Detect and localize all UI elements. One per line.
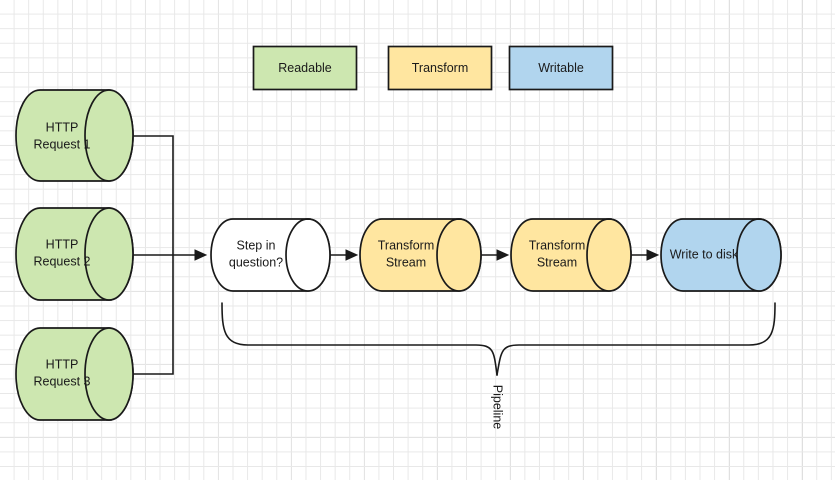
edge-requests-to-step: [133, 135, 208, 375]
cylinder-cap: [84, 327, 134, 421]
pipeline-brace-label: Pipeline: [491, 385, 505, 430]
node-label-line2: question?: [229, 255, 283, 269]
legend-item-writable: Writable: [508, 45, 614, 91]
edge-from-request-3: [133, 255, 174, 375]
node-transform-stream-2[interactable]: Transform Stream: [510, 218, 632, 292]
legend-swatch-transform: [387, 45, 493, 91]
node-label-line2: Stream: [386, 255, 426, 269]
cylinder-cap: [736, 218, 782, 292]
node-label-line1: HTTP: [46, 237, 79, 251]
cylinder-cap: [436, 218, 482, 292]
node-write-to-disk[interactable]: Write to disk: [660, 218, 782, 292]
node-step-in-question[interactable]: Step in question?: [210, 218, 331, 292]
node-label-line1: Write to disk: [670, 247, 739, 261]
legend-item-transform: Transform: [387, 45, 493, 91]
node-label-line1: Step in: [237, 238, 276, 252]
node-label-line1: HTTP: [46, 357, 79, 371]
arrow-head: [496, 249, 510, 261]
edge-from-request-1: [133, 135, 174, 255]
cylinder-cap: [84, 89, 134, 182]
arrow-head: [646, 249, 660, 261]
edge-step-to-transform-1: [330, 249, 359, 261]
cylinder-cap: [84, 207, 134, 301]
node-label-line2: Request 3: [34, 374, 91, 388]
node-label-line1: Transform: [529, 238, 586, 252]
node-transform-stream-1[interactable]: Transform Stream: [359, 218, 482, 292]
node-label-line2: Request 1: [34, 137, 91, 151]
node-label-line1: Transform: [378, 238, 435, 252]
arrow-head: [345, 249, 359, 261]
legend-label-transform: Transform: [412, 61, 469, 75]
edge-transform-1-to-transform-2: [481, 249, 510, 261]
node-http-request-3[interactable]: HTTP Request 3: [15, 327, 134, 421]
brace-left-half: [221, 302, 498, 376]
legend: Readable Transform Writable: [252, 45, 614, 91]
cylinder-cap: [285, 218, 331, 292]
edge-transform-2-to-write: [631, 249, 660, 261]
legend-swatch-readable: [252, 45, 358, 91]
pipeline-brace: Pipeline: [221, 302, 776, 430]
legend-label-readable: Readable: [278, 61, 332, 75]
legend-swatch-writable: [508, 45, 614, 91]
node-http-request-2[interactable]: HTTP Request 2: [15, 207, 134, 301]
legend-label-writable: Writable: [538, 61, 584, 75]
cylinder-cap: [586, 218, 632, 292]
node-label-line2: Request 2: [34, 254, 91, 268]
node-label-line1: HTTP: [46, 120, 79, 134]
arrow-head-to-step: [194, 249, 208, 261]
brace-right-half: [496, 302, 776, 376]
node-label-line2: Stream: [537, 255, 577, 269]
legend-item-readable: Readable: [252, 45, 358, 91]
node-http-request-1[interactable]: HTTP Request 1: [15, 89, 134, 182]
